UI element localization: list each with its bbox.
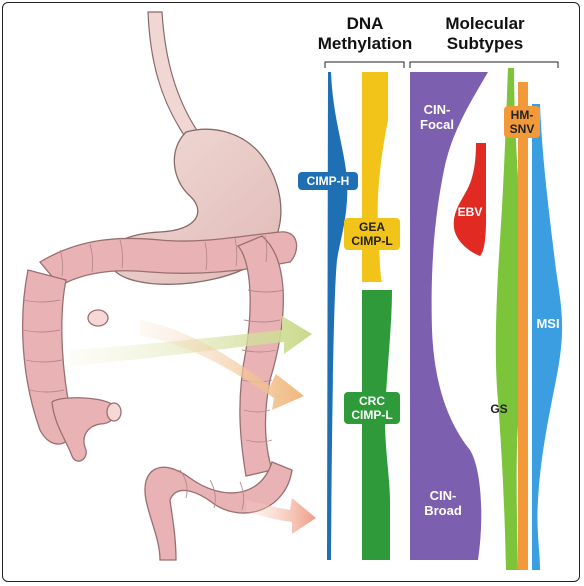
label-ebv: EBV <box>457 205 483 219</box>
track-crc-cimp-l <box>362 290 392 560</box>
colon-illustration <box>22 231 298 561</box>
label-gs: GS <box>490 402 508 416</box>
label-cin-broad: CIN- Broad <box>424 488 462 518</box>
label-cin-focal: CIN- Focal <box>420 102 454 132</box>
label-msi: MSI <box>536 316 560 331</box>
bracket-molecular-subtypes <box>409 61 559 68</box>
track-hm-snv <box>518 82 528 570</box>
bracket-dna-methylation <box>324 61 405 68</box>
label-crc-cimp-l: CRC CIMP-L <box>344 392 400 424</box>
track-msi <box>532 104 563 570</box>
figure-frame <box>2 2 580 582</box>
arrow-stomach-to-crc <box>140 320 304 410</box>
colon-haustra-lines <box>23 235 285 511</box>
label-gea-cimp-l: GEA CIMP-L <box>344 218 400 250</box>
header-molecular-subtypes: Molecular Subtypes <box>445 14 525 53</box>
track-gea-cimp-l <box>362 72 388 282</box>
esophagus-illustration <box>147 11 202 139</box>
track-gs <box>495 68 525 570</box>
header-dna-methylation: DNA Methylation <box>317 14 413 53</box>
arrow-colon-to-crc <box>246 498 316 534</box>
track-cimp-h <box>327 72 348 560</box>
label-cimp-h: CIMP-H <box>298 172 358 190</box>
track-ebv <box>453 143 486 256</box>
label-hm-snv: HM- SNV <box>504 106 540 138</box>
track-cin <box>410 72 488 560</box>
